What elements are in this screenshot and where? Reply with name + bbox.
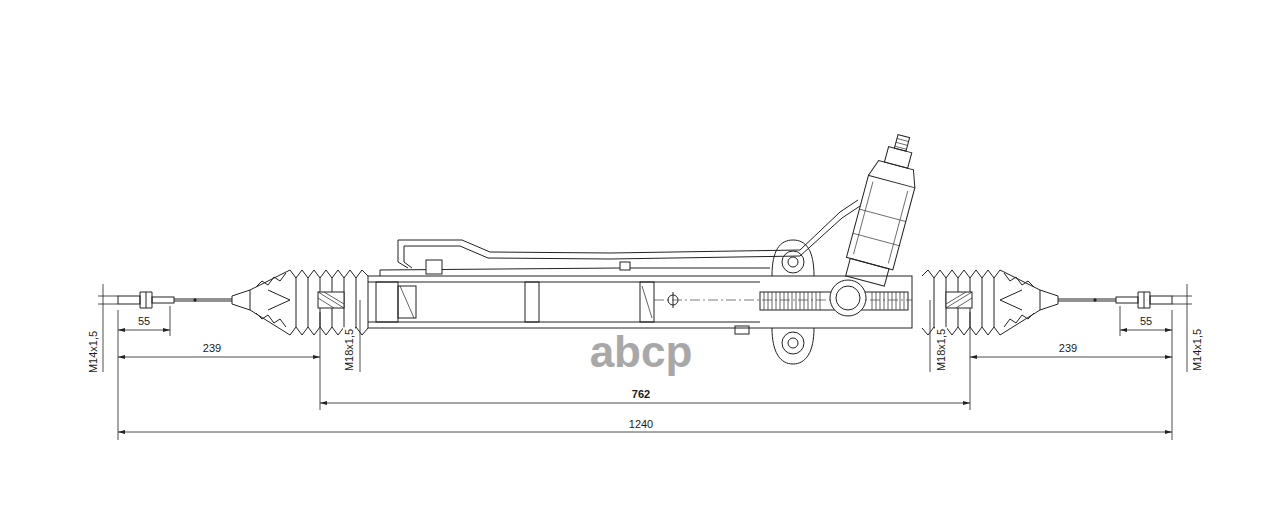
valve-body xyxy=(842,130,927,287)
dimension-value: 762 xyxy=(630,388,652,400)
rack-housing-part xyxy=(525,282,539,322)
rack-housing-part xyxy=(735,326,749,334)
left-side-part xyxy=(118,270,368,335)
mounting-brackets xyxy=(772,240,814,364)
mounting-brackets-part xyxy=(772,240,814,276)
dimension-lines-part xyxy=(1120,306,1121,336)
dimension-value: 55 xyxy=(1138,315,1154,327)
thread-size: M14x1,5 xyxy=(1191,327,1203,373)
rack-housing-part xyxy=(376,282,398,322)
rack-housing-part xyxy=(654,300,912,301)
valve-body-part xyxy=(846,175,914,270)
hydraulic-pipes-part xyxy=(426,260,442,274)
thread-size: M18x1,5 xyxy=(935,327,947,373)
dimension-lines-part xyxy=(170,306,171,336)
rack-housing-part xyxy=(368,276,912,328)
dimension-lines-part xyxy=(118,330,170,331)
hydraulic-pipes-part xyxy=(620,262,630,270)
rack-housing-part xyxy=(368,322,760,323)
mounting-brackets-part xyxy=(782,332,804,354)
dimension-lines-part xyxy=(320,312,321,410)
thread-size: M18x1,5 xyxy=(343,327,355,373)
right-side-part xyxy=(922,270,1172,335)
rack-teeth xyxy=(760,280,908,316)
dimension-value: 239 xyxy=(201,342,223,354)
dimension-lines-part xyxy=(970,357,1172,358)
rack-housing-part xyxy=(400,286,414,318)
dimension-lines-part xyxy=(98,296,118,297)
valve-body-part xyxy=(868,159,919,188)
dimension-value: 55 xyxy=(136,315,152,327)
dimension-lines-part xyxy=(118,357,320,358)
rack-housing-part xyxy=(640,282,654,322)
left-side xyxy=(118,270,368,335)
valve-body-part xyxy=(853,209,906,246)
dimension-lines-part xyxy=(930,300,931,372)
dimension-lines-part xyxy=(103,284,104,372)
rack-housing-part xyxy=(368,282,760,283)
dimension-value: 1240 xyxy=(627,418,655,430)
thread-size: M14x1,5 xyxy=(87,329,99,375)
valve-body-part xyxy=(846,258,889,286)
hydraulic-pipes-part xyxy=(404,206,860,268)
rack-housing-part xyxy=(398,286,416,318)
rack-housing xyxy=(368,276,912,334)
dimension-lines-part xyxy=(320,403,970,404)
dimension-lines-part xyxy=(1172,310,1173,440)
hydraulic-pipes xyxy=(380,200,860,276)
dimension-value: 239 xyxy=(1057,342,1079,354)
dimension-lines xyxy=(98,284,1192,440)
rack-teeth-part xyxy=(830,280,866,316)
watermark: abcp xyxy=(588,328,695,376)
hydraulic-pipes-part xyxy=(398,200,858,268)
mounting-brackets-part xyxy=(772,328,814,364)
dimension-lines-part xyxy=(1187,284,1188,372)
dimension-lines-part xyxy=(970,312,971,410)
dimension-lines-part xyxy=(1172,296,1192,297)
valve-body-part xyxy=(894,135,909,152)
mounting-brackets-part xyxy=(782,251,804,273)
valve-body-part xyxy=(884,147,911,169)
dimension-lines-part xyxy=(1172,304,1192,305)
rack-housing-part xyxy=(642,286,652,318)
right-side xyxy=(922,270,1172,335)
mounting-brackets-part xyxy=(788,257,798,267)
valve-body-part xyxy=(854,182,908,264)
dimension-lines-part xyxy=(360,300,361,372)
dimension-lines-part xyxy=(1120,330,1172,331)
dimension-lines-part xyxy=(98,304,118,305)
rack-teeth-part xyxy=(836,286,860,310)
valve-body-part xyxy=(895,138,909,149)
mounting-brackets-part xyxy=(788,338,798,348)
dimension-lines-part xyxy=(118,432,1172,433)
rack-housing-part xyxy=(673,292,674,308)
dimension-lines-part xyxy=(118,310,119,440)
